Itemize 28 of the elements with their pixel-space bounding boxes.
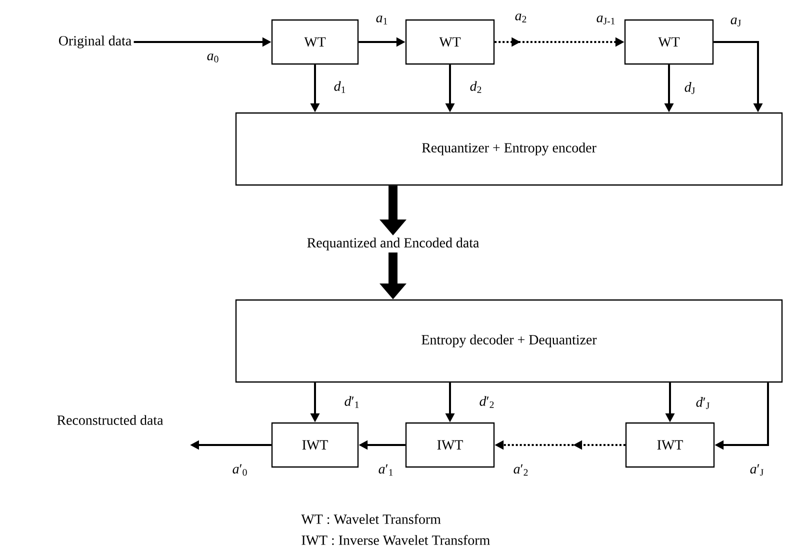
legend-text: WT : Wavelet Transform [301,514,441,524]
process-box: WT [624,19,714,65]
edge-label: a′$_{2}$ [514,464,528,476]
edge-label: a′$_{1}$ [378,464,393,476]
process-box: Requantizer + Entropy encoder [235,112,783,186]
data-label: Original data [59,36,132,48]
process-box: WT [271,19,359,65]
process-box: IWT [405,422,495,468]
signal-label: a$_{J-1}$ [596,16,615,24]
data-label: Requantized and Encoded data [307,238,479,250]
process-box: Entropy decoder + Dequantizer [235,299,783,383]
process-box: WT [405,19,495,65]
edge-label: a$_{2}$ [515,14,526,22]
legend-text: IWT : Inverse Wavelet Transform [302,534,490,546]
edge-label: a′$_{J}$ [750,464,764,476]
edge-label: a$_{1}$ [376,16,388,24]
edge-label: d$_{1}$ [334,81,346,93]
process-box: IWT [271,422,359,468]
edge-label: d′$_{2}$ [480,396,494,408]
edge-label: a′$_{0}$ [232,464,247,476]
edge-label: d′$_{J}$ [696,397,710,409]
process-box: IWT [625,422,715,468]
edge-label: d′$_{1}$ [344,396,359,408]
data-label: Reconstructed data [57,415,164,425]
edge-label: a$_{0}$ [207,54,218,62]
edge-label: d$_{J}$ [684,82,695,94]
edge-label: a$_{J}$ [730,18,741,26]
edge-label: d$_{2}$ [470,81,482,93]
